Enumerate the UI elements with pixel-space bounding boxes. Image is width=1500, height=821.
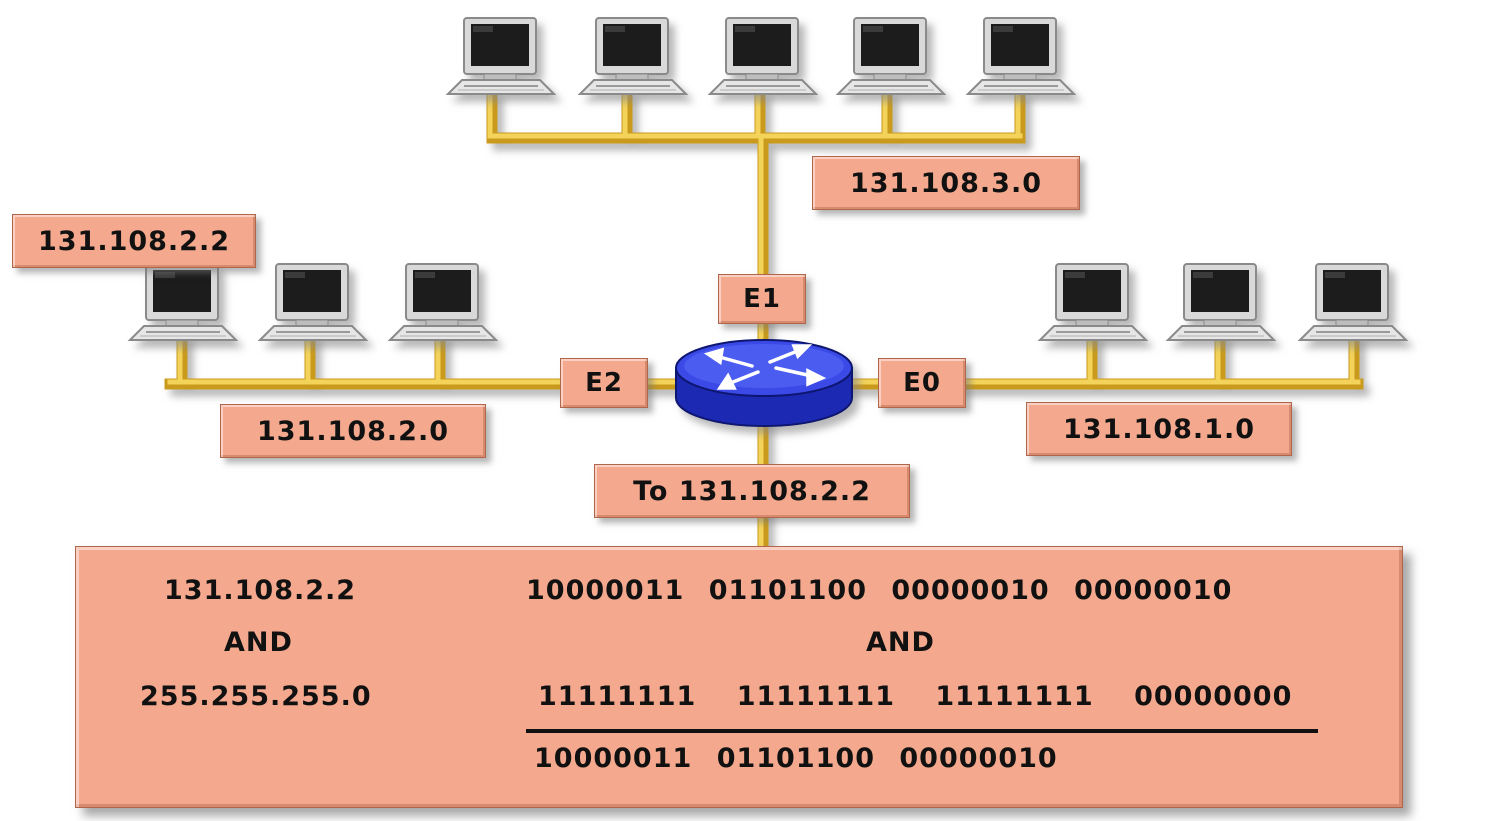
left-computers xyxy=(129,263,497,341)
computer-icon xyxy=(389,263,497,341)
mask-binary: 11111111 11111111 11111111 00000000 xyxy=(538,681,1293,712)
computer-icon xyxy=(259,263,367,341)
network-label-left: 131.108.2.0 xyxy=(220,404,486,458)
computer-icon xyxy=(837,17,945,95)
and-operator-right: AND xyxy=(866,627,935,658)
and-calculation-panel: 131.108.2.2 AND 255.255.255.0 10000011 0… xyxy=(75,546,1403,808)
subnet-mask: 255.255.255.0 xyxy=(140,681,372,712)
port-label-e1: E1 xyxy=(718,274,806,324)
port-label-e0: E0 xyxy=(878,358,966,408)
top-computers xyxy=(447,17,1075,95)
network-label-top: 131.108.3.0 xyxy=(812,156,1080,210)
host-label: 131.108.2.2 xyxy=(12,214,256,268)
computer-icon xyxy=(447,17,555,95)
and-operator-left: AND xyxy=(224,627,293,658)
computer-icon xyxy=(129,263,237,341)
router-icon xyxy=(675,339,853,427)
ip-binary: 10000011 01101100 00000010 00000010 xyxy=(526,575,1233,606)
destination-label: To 131.108.2.2 xyxy=(594,464,910,518)
computer-icon xyxy=(709,17,817,95)
computer-icon xyxy=(1039,263,1147,341)
computer-icon xyxy=(1167,263,1275,341)
network-label-right: 131.108.1.0 xyxy=(1026,402,1292,456)
ip-address: 131.108.2.2 xyxy=(164,575,357,606)
computer-icon xyxy=(967,17,1075,95)
port-label-e2: E2 xyxy=(560,358,648,408)
result-rule xyxy=(526,729,1318,733)
right-computers xyxy=(1039,263,1407,341)
result-binary: 10000011 01101100 00000010 xyxy=(534,743,1058,774)
computer-icon xyxy=(1299,263,1407,341)
computer-icon xyxy=(579,17,687,95)
